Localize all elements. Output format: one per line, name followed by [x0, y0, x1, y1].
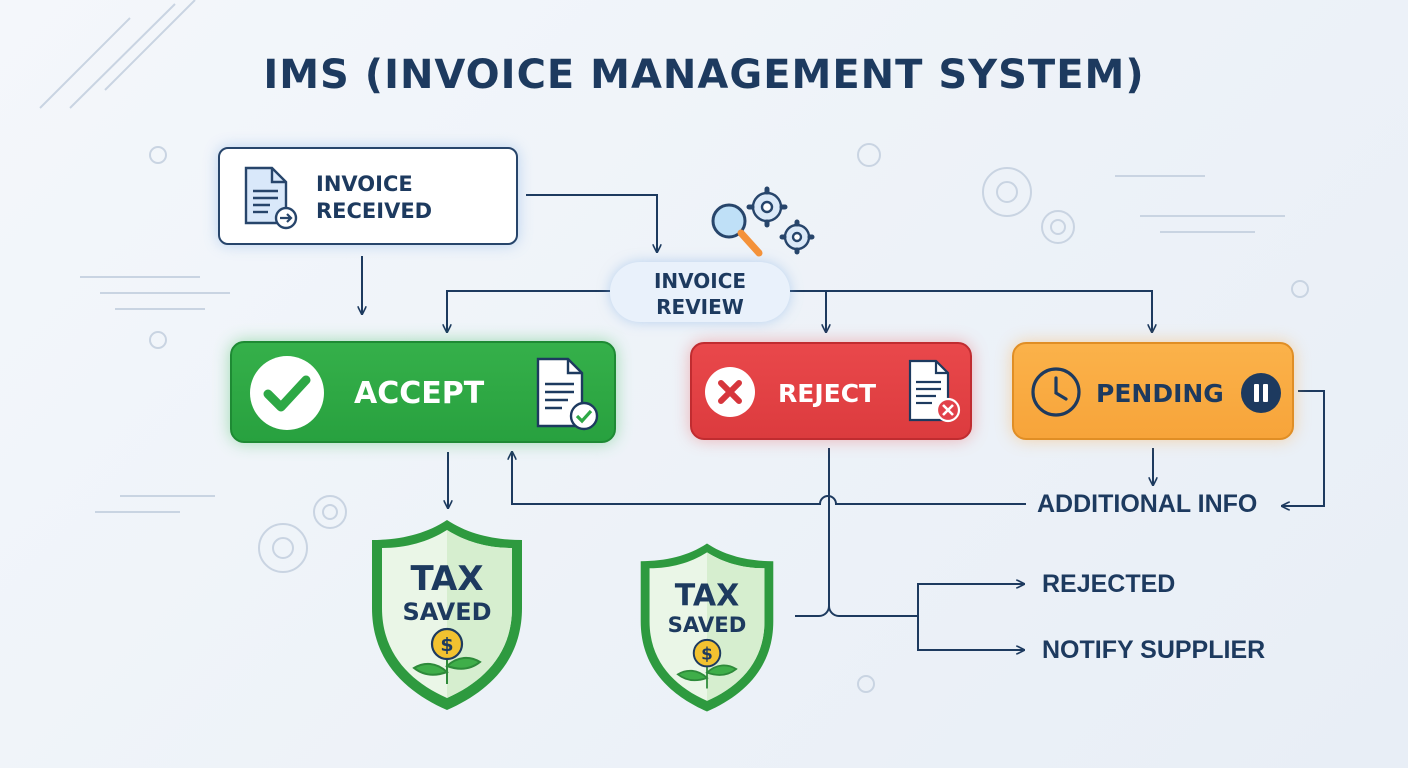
notify-supplier-label: NOTIFY SUPPLIER	[1042, 636, 1266, 664]
review-label-line2: REVIEW	[656, 295, 744, 319]
tax-saved-badge-left: TAX SAVED $	[372, 520, 522, 710]
node-invoice-review[interactable]: INVOICE REVIEW	[610, 262, 790, 322]
badge-left-line2: SAVED	[402, 598, 491, 626]
background-decorations	[39, 0, 1309, 693]
arrow-to-rejected	[917, 584, 1024, 650]
additional-info-label: ADDITIONAL INFO	[1037, 490, 1258, 518]
arrow-reject-branch	[828, 605, 918, 617]
badge-right-line1: TAX	[675, 578, 740, 613]
badge-right-dollar: $	[701, 643, 713, 663]
document-check-icon	[536, 357, 599, 431]
document-x-icon	[908, 359, 961, 423]
badge-left-line1: TAX	[410, 559, 483, 599]
node-invoice-received[interactable]: INVOICE RECEIVED	[218, 147, 518, 245]
node-pending[interactable]: PENDING	[1012, 342, 1294, 440]
pause-icon	[1241, 373, 1281, 413]
received-label-line2: RECEIVED	[316, 199, 433, 223]
magnifier-gears-icon	[711, 186, 815, 257]
accept-label: ACCEPT	[354, 376, 485, 411]
arrow-reject-down	[795, 448, 830, 617]
arrow-review-to-accept	[447, 290, 610, 332]
tax-saved-badge-right: TAX SAVED $	[640, 543, 774, 712]
node-reject[interactable]: REJECT	[690, 342, 972, 440]
arrow-received-to-review	[526, 194, 657, 252]
page-title: IMS (INVOICE MANAGEMENT SYSTEM)	[263, 52, 1145, 98]
node-accept[interactable]: ACCEPT	[230, 341, 616, 443]
badge-left-dollar: $	[440, 634, 453, 656]
badge-right-line2: SAVED	[668, 613, 747, 638]
rejected-label: REJECTED	[1042, 570, 1176, 598]
arrow-to-notify	[917, 616, 1024, 650]
reject-label: REJECT	[778, 379, 877, 408]
clock-icon	[1031, 367, 1081, 417]
review-label-line1: INVOICE	[653, 269, 747, 293]
checkmark-icon	[250, 356, 324, 430]
received-label: INVOICE RECEIVED	[316, 171, 476, 225]
document-arrow-icon	[244, 166, 298, 230]
x-mark-icon	[705, 367, 755, 417]
arrow-review-to-pending	[826, 290, 1152, 332]
pending-label: PENDING	[1096, 379, 1224, 408]
received-label-line1: INVOICE	[316, 172, 413, 196]
arrow-pending-loop	[1282, 390, 1325, 506]
arrow-review-to-reject	[790, 290, 826, 332]
arrow-info-to-accept	[512, 452, 1026, 505]
